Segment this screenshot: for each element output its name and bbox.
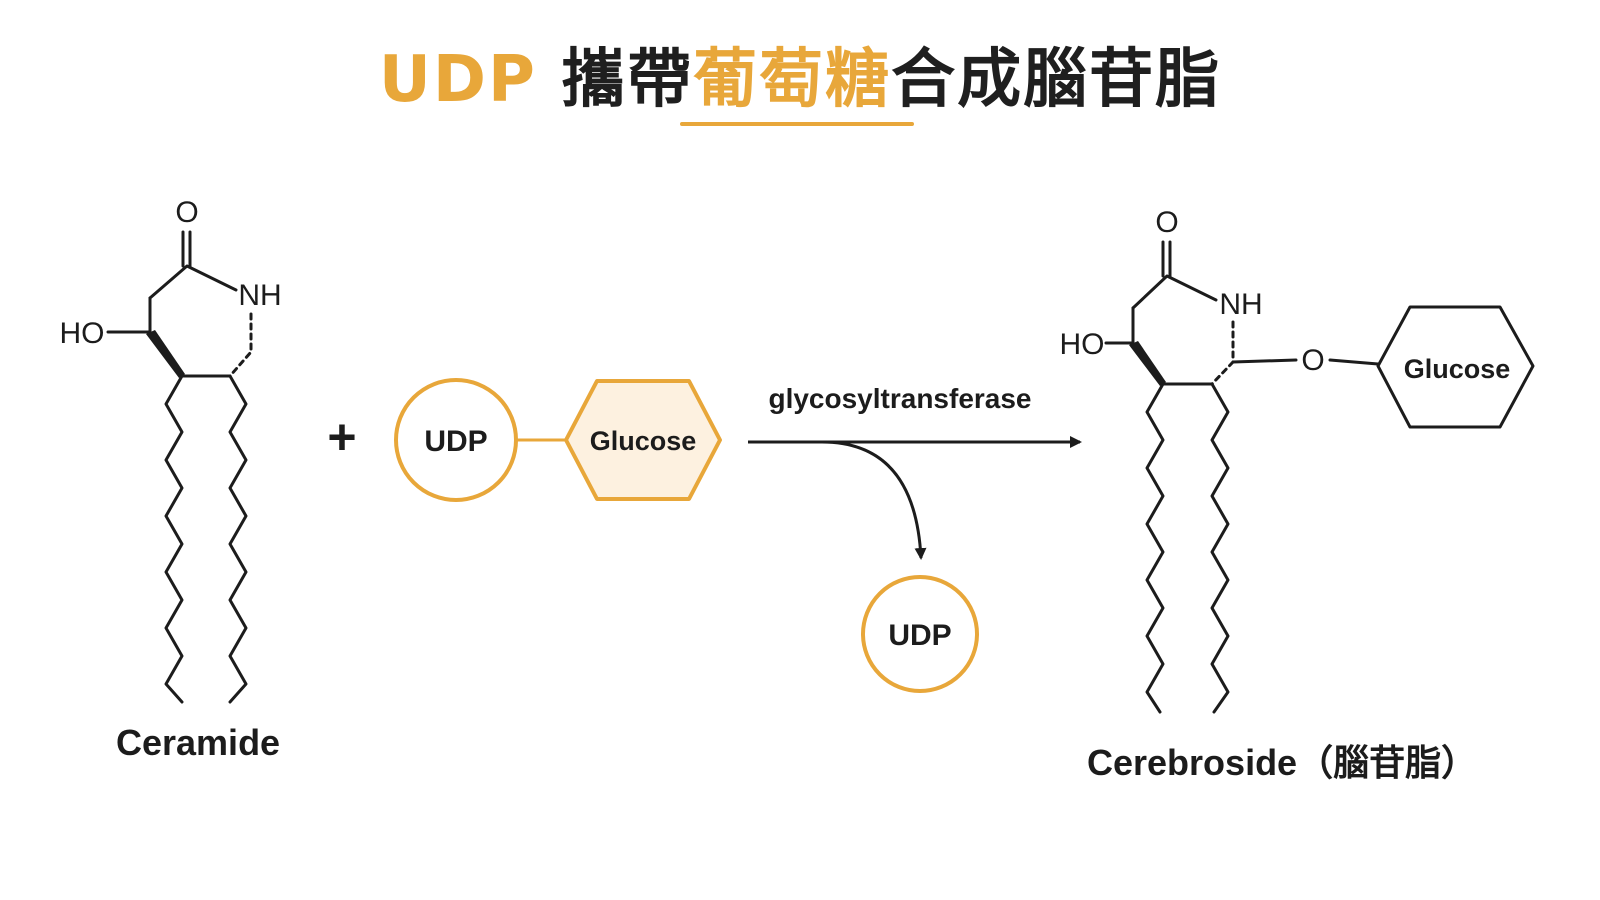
ceramide-backbone-top — [148, 264, 238, 300]
title-glucose: 葡萄糖 — [693, 43, 892, 117]
donor-glucose-label: Glucose — [590, 426, 697, 456]
cerebroside-atom-ho: HO — [1060, 328, 1105, 361]
donor-udp-label: UDP — [424, 425, 487, 458]
cerebroside-structure — [1104, 240, 1380, 714]
cb-nh-dashed-bond — [1210, 320, 1235, 386]
title-rest: 合成腦苷脂 — [891, 43, 1222, 117]
glycosidic-atom-o: O — [1301, 344, 1324, 377]
cerebroside-label-en: Cerebroside — [1087, 742, 1298, 783]
page-title: UDP 攜帶葡萄糖合成腦苷脂 — [0, 28, 1600, 120]
cerebroside-label-zh: （腦苷脂） — [1297, 743, 1478, 784]
released-udp-circle — [861, 575, 979, 693]
ceramide-chain-left — [164, 374, 184, 704]
cerebroside-label: Cerebroside（腦苷脂） — [1087, 734, 1477, 786]
released-udp-label: UDP — [888, 619, 951, 652]
ceramide-label: Ceramide — [116, 722, 281, 763]
title-udp: UDP — [378, 43, 537, 117]
cerebroside-atom-o: O — [1155, 206, 1178, 239]
product-glucose-label: Glucose — [1404, 354, 1511, 384]
nh-dashed-bond — [228, 312, 253, 378]
cerebroside-atom-nh: NH — [1219, 288, 1262, 321]
ceramide-wedge-bond — [146, 330, 185, 378]
title-carry: 攜帶 — [561, 43, 694, 117]
cerebroside-chain-left — [1145, 382, 1165, 714]
donor-glucose-hexagon — [564, 379, 722, 501]
plus-sign: + — [327, 409, 356, 465]
ceramide-chain-right — [228, 374, 248, 704]
ceramide-atom-nh: NH — [238, 279, 281, 312]
product-glucose-hexagon — [1376, 305, 1535, 429]
udp-release-arrow — [821, 440, 927, 560]
title-underline — [680, 122, 914, 126]
glycosidic-bond-1 — [1231, 358, 1298, 364]
glycosidic-bond-2 — [1328, 358, 1380, 366]
enzyme-label: glycosyltransferase — [768, 383, 1031, 414]
cerebroside-wedge-bond — [1129, 341, 1166, 386]
ceramide-structure — [106, 230, 253, 704]
ceramide-atom-o: O — [175, 196, 198, 229]
cerebroside-backbone-top — [1131, 274, 1218, 310]
ceramide-atom-ho: HO — [60, 317, 105, 350]
donor-udp-circle — [394, 378, 518, 502]
cerebroside-chain-right — [1210, 382, 1230, 714]
